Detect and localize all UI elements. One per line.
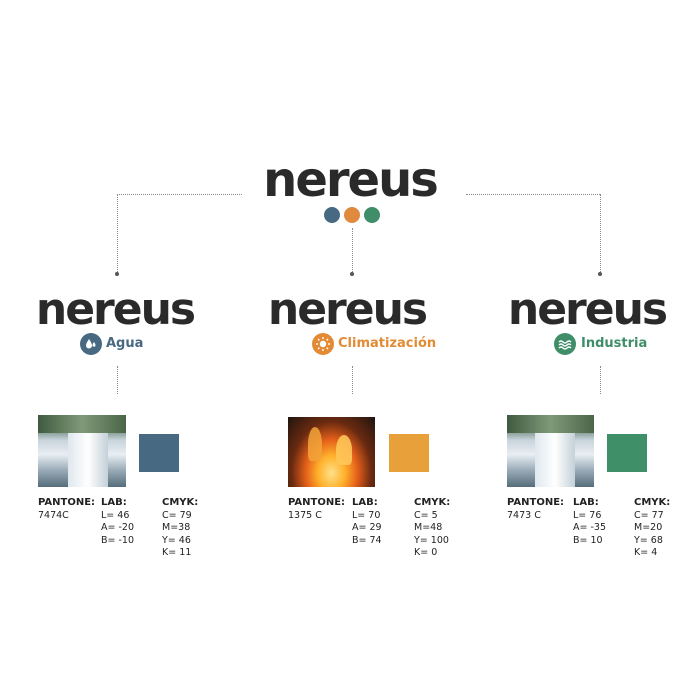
pantone-header: PANTONE: [38,497,96,508]
connector-center-end [350,272,354,276]
label-agua: Agua [106,336,144,351]
cmyk-header: CMYK: [414,497,451,508]
cmyk-m: M=48 [414,522,443,533]
lab-climatizacion: LAB: L= 70 A= 29 B= 74 [352,497,382,547]
lab-b: B= -10 [101,534,135,546]
logo-climatizacion: nereus [267,284,428,335]
pantone-value: 7473 C [507,509,541,521]
lab-a: A= -20 [101,522,134,533]
lab-a: A= 29 [352,522,382,533]
lab-header: LAB: [352,497,378,508]
connector-left [117,194,242,195]
connector-agua-down [117,366,118,394]
lab-agua: LAB: L= 46 A= -20 B= -10 [101,497,134,547]
green-dot [364,207,380,223]
waves-icon [554,333,576,355]
cmyk-m: M=20 [634,522,663,533]
main-logo: nereus [263,152,439,208]
cmyk-y: Y= 46 [162,534,191,546]
swatch-industria [607,434,647,472]
lab-header: LAB: [573,497,599,508]
connector-right-end [598,272,602,276]
cmyk-c: C= 77 [634,509,664,521]
connector-climatizacion-down [352,366,353,394]
cmyk-header: CMYK: [634,497,671,508]
lab-l: L= 76 [573,509,602,521]
blue-dot [324,207,340,223]
logo-agua: nereus [35,284,196,335]
pantone-industria: PANTONE: 7473 C [507,497,564,522]
fire-photo [288,417,375,487]
cmyk-k: K= 11 [162,547,192,558]
lab-a: A= -35 [573,522,606,533]
cmyk-industria: CMYK: C= 77 M=20 Y= 68 K= 4 [634,497,670,560]
sun-icon [312,333,334,355]
cmyk-climatizacion: CMYK: C= 5 M=48 Y= 100 K= 0 [414,497,450,560]
cmyk-c: C= 79 [162,509,192,521]
connector-left-down [117,194,118,274]
lab-industria: LAB: L= 76 A= -35 B= 10 [573,497,606,547]
lab-b: B= 10 [573,534,603,546]
cmyk-y: Y= 100 [414,534,449,546]
swatch-agua [139,434,179,472]
pantone-climatizacion: PANTONE: 1375 C [288,497,345,522]
connector-right-down [600,194,601,274]
label-industria: Industria [581,336,648,351]
lab-l: L= 70 [352,509,381,521]
connector-industria-down [600,366,601,394]
pantone-header: PANTONE: [507,497,565,508]
cmyk-k: K= 0 [414,547,438,558]
waterfall-photo-industria [507,415,594,487]
cmyk-header: CMYK: [162,497,199,508]
pantone-header: PANTONE: [288,497,346,508]
cmyk-k: K= 4 [634,547,658,558]
pantone-value: 1375 C [288,509,322,521]
waterfall-photo-agua [38,415,126,487]
pantone-agua: PANTONE: 7474C [38,497,95,522]
water-drops-icon [80,333,102,355]
logo-industria: nereus [507,284,668,335]
pantone-value: 7474C [38,509,69,521]
cmyk-c: C= 5 [414,509,438,521]
cmyk-y: Y= 68 [634,534,663,546]
orange-dot [344,207,360,223]
lab-l: L= 46 [101,509,130,521]
cmyk-m: M=38 [162,522,191,533]
connector-left-end [115,272,119,276]
label-climatizacion: Climatización [338,336,437,351]
lab-header: LAB: [101,497,127,508]
connector-center-down [352,228,353,274]
lab-b: B= 74 [352,534,382,546]
connector-right [466,194,600,195]
cmyk-agua: CMYK: C= 79 M=38 Y= 46 K= 11 [162,497,198,560]
swatch-climatizacion [389,434,429,472]
